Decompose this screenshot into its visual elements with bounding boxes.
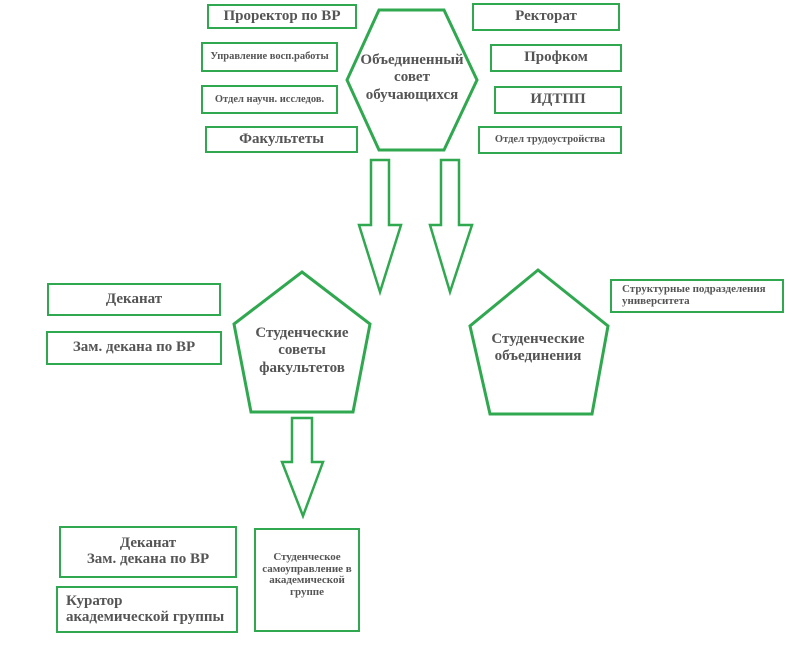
- box-curator: Куратор академической группы: [56, 586, 238, 633]
- box-dean-office: Деканат: [47, 283, 221, 316]
- arrow-down-bottom: [280, 416, 325, 520]
- box-prorector: Проректор по ВР: [207, 4, 357, 29]
- faculty-councils-label: Студенческие советы факультетов: [255, 325, 349, 376]
- student-associations-label: Студенческие объединения: [491, 330, 585, 364]
- box-deputy-dean: Зам. декана по ВР: [46, 331, 222, 365]
- box-faculties: Факультеты: [205, 126, 358, 153]
- box-group-self-government: Студенческое самоуправление в академичес…: [254, 528, 360, 632]
- student-associations-pentagon: [468, 268, 610, 416]
- box-employment-dept: Отдел трудоустройства: [478, 126, 622, 154]
- box-upbringing-dept: Управление восп.работы: [201, 42, 338, 72]
- box-idtpp: ИДТПП: [494, 86, 622, 114]
- faculty-councils-pentagon: [232, 270, 372, 414]
- center-hexagon: [345, 8, 479, 152]
- arrow-down-right: [428, 158, 474, 297]
- arrow-down-left: [357, 158, 403, 297]
- box-research-dept: Отдел научн. исследов.: [201, 85, 338, 114]
- center-label: Объединенный совет обучающихся: [360, 52, 464, 103]
- box-rectorate: Ректорат: [472, 3, 620, 31]
- box-trade-union: Профком: [490, 44, 622, 72]
- box-structural-units: Структурные подразделения университета: [610, 279, 784, 313]
- box-dean-and-deputy: Деканат Зам. декана по ВР: [59, 526, 237, 578]
